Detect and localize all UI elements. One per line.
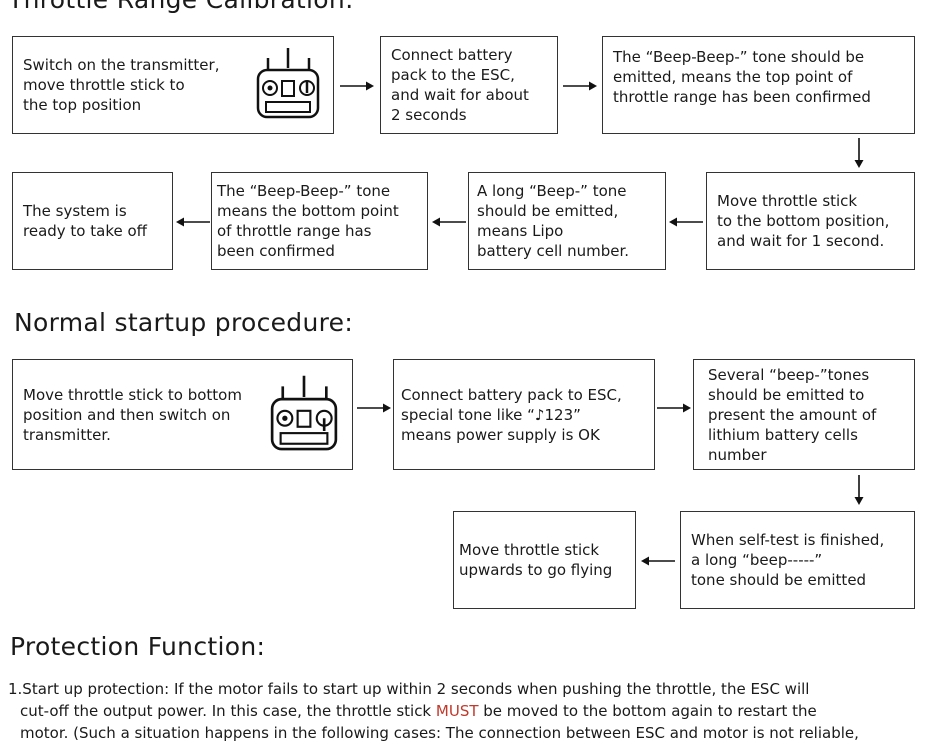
arrow-right-icon bbox=[657, 403, 691, 413]
arrow-right-icon bbox=[357, 403, 391, 413]
startup-step-3-text: Several “beep-”tones should be emitted t… bbox=[708, 365, 877, 464]
calibration-step-5-text: A long “Beep-” tone should be emitted, m… bbox=[477, 182, 630, 260]
calibration-step-2-text: Connect battery pack to the ESC, and wai… bbox=[391, 46, 529, 124]
calibration-title: Throttle Range Calibration: bbox=[8, 0, 354, 14]
arrow-left-icon bbox=[641, 556, 675, 566]
startup-step-2: Connect battery pack to ESC, special ton… bbox=[393, 359, 655, 470]
startup-step-4: When self-test is finished, a long “beep… bbox=[680, 511, 915, 609]
calibration-step-4: Move throttle stick to the bottom positi… bbox=[706, 172, 915, 270]
arrow-left-icon bbox=[669, 217, 703, 227]
calibration-step-3-text: The “Beep-Beep-” tone should be emitted,… bbox=[613, 48, 871, 106]
arrow-right-icon bbox=[340, 81, 374, 91]
startup-step-5: Move throttle stick upwards to go flying bbox=[453, 511, 636, 609]
calibration-step-4-text: Move throttle stick to the bottom positi… bbox=[717, 192, 890, 250]
startup-step-2-text: Connect battery pack to ESC, special ton… bbox=[401, 385, 622, 444]
transmitter-icon bbox=[256, 48, 320, 119]
calibration-step-6: The “Beep-Beep-” tone means the bottom p… bbox=[211, 172, 428, 270]
startup-step-4-text: When self-test is finished, a long “beep… bbox=[691, 531, 885, 589]
protection-line-2: cut-off the output power. In this case, … bbox=[8, 700, 936, 722]
arrow-down-icon bbox=[854, 138, 864, 168]
protection-title: Protection Function: bbox=[10, 632, 266, 661]
arrow-left-icon bbox=[432, 217, 466, 227]
startup-title: Normal startup procedure: bbox=[14, 308, 354, 337]
startup-step-1: Move throttle stick to bottom position a… bbox=[12, 359, 353, 470]
calibration-step-7: The system is ready to take off bbox=[12, 172, 173, 270]
calibration-step-2: Connect battery pack to the ESC, and wai… bbox=[380, 36, 558, 134]
startup-step-3: Several “beep-”tones should be emitted t… bbox=[693, 359, 915, 470]
must-emphasis: MUST bbox=[435, 702, 479, 720]
calibration-step-5: A long “Beep-” tone should be emitted, m… bbox=[468, 172, 666, 270]
calibration-step-7-text: The system is ready to take off bbox=[23, 202, 147, 240]
protection-line-3: motor. (Such a situation happens in the … bbox=[20, 724, 859, 742]
calibration-step-3: The “Beep-Beep-” tone should be emitted,… bbox=[602, 36, 915, 134]
arrow-left-icon bbox=[176, 217, 210, 227]
protection-line-2a: cut-off the output power. In this case, … bbox=[20, 702, 432, 720]
protection-paragraph: 1.Start up protection: If the motor fail… bbox=[8, 678, 936, 744]
calibration-step-1-text: Switch on the transmitter, move throttle… bbox=[23, 56, 220, 114]
calibration-step-6-text: The “Beep-Beep-” tone means the bottom p… bbox=[217, 182, 399, 260]
protection-line-1: 1.Start up protection: If the motor fail… bbox=[8, 680, 810, 698]
startup-step-1-text: Move throttle stick to bottom position a… bbox=[23, 385, 242, 444]
startup-step-5-text: Move throttle stick upwards to go flying bbox=[459, 541, 613, 579]
arrow-down-icon bbox=[854, 475, 864, 505]
protection-line-2b: be moved to the bottom again to restart … bbox=[478, 702, 817, 720]
transmitter-icon bbox=[270, 375, 338, 451]
calibration-step-1: Switch on the transmitter, move throttle… bbox=[12, 36, 334, 134]
arrow-right-icon bbox=[563, 81, 597, 91]
